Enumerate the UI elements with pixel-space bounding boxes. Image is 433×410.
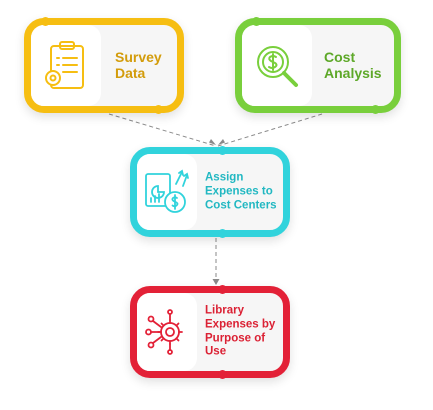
label-line: Analysis: [324, 65, 382, 82]
connector-dot: [154, 105, 163, 114]
gear-network-icon: [145, 309, 183, 355]
label-line: Library: [205, 304, 244, 317]
node-library-expenses: Library Expenses by Purpose of Use: [130, 285, 290, 379]
node-label: Assign Expenses to Cost Centers: [205, 171, 277, 212]
magnifier-dollar-icon: [257, 45, 298, 87]
arrowhead: [212, 279, 220, 285]
label-line: Survey: [115, 48, 162, 65]
edge-survey-to-assign: [108, 113, 217, 147]
connector-dot: [218, 146, 227, 155]
label-line: Cost: [324, 48, 356, 65]
connector-dot: [218, 229, 227, 238]
connector-dot: [252, 17, 261, 26]
node-survey-data: Survey Data: [24, 17, 184, 114]
label-line: Expenses by: [205, 318, 276, 331]
label-line: Expenses to: [205, 185, 273, 198]
connector-dot: [371, 105, 380, 114]
connector-dot: [218, 370, 227, 379]
icon-panel: [31, 25, 101, 106]
label-line: Purpose of Use: [205, 332, 266, 358]
label-line: Cost Centers: [205, 198, 277, 211]
edge-cost-to-assign: [217, 113, 323, 147]
node-assign-expenses: Assign Expenses to Cost Centers: [130, 146, 290, 238]
connector-dot: [41, 17, 50, 26]
icon-panel: [242, 25, 312, 106]
connector-dot: [218, 285, 227, 294]
icon-panel: [137, 293, 197, 371]
report-coin-icon: [145, 169, 189, 213]
arrowhead: [218, 139, 225, 145]
label-line: Assign: [205, 171, 244, 184]
node-label: Cost Analysis: [324, 49, 382, 83]
label-line: Data: [115, 65, 146, 82]
clipboard-icon: [45, 40, 84, 89]
node-cost-analysis: Cost Analysis: [235, 17, 401, 114]
icon-panel: [137, 154, 197, 230]
node-label: Survey Data: [115, 49, 162, 83]
arrowhead: [209, 139, 216, 145]
node-label: Library Expenses by Purpose of Use: [205, 304, 283, 359]
